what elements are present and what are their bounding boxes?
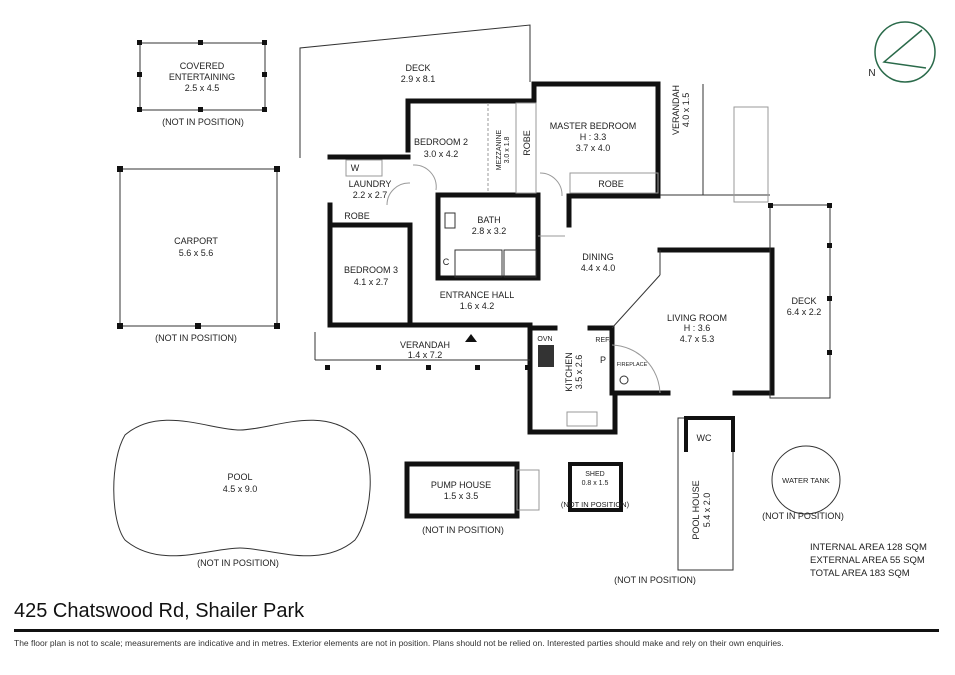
rooms-verandah-front-size-label: 1.4 x 7.2 [408,350,443,360]
rooms-pump-house-size-label: 1.5 x 3.5 [444,491,479,501]
rooms-shed-name-label: SHED [585,471,604,478]
pool-house: WC POOL HOUSE 5.4 x 2.0 (NOT IN POSITION… [614,416,735,585]
not-in-position-label: (NOT IN POSITION) [422,525,504,535]
rooms-kitchen-ovn-label: OVN [537,336,552,343]
room-labels: BEDROOM 2 3.0 x 4.2 MEZZANINE 3.0 x 1.8 … [344,85,821,392]
rooms-pool-name-label: POOL [227,472,252,482]
compass-north-label: N [868,68,875,79]
rooms-covered-entertaining-name1-label: COVERED [180,61,225,71]
rooms-fireplace-label: FIREPLACE [617,362,648,368]
property-address: 425 Chatswood Rd, Shailer Park [14,600,305,622]
rooms-entrance-size-label: 1.6 x 4.2 [460,301,495,311]
rooms-entrance-name-label: ENTRANCE HALL [440,290,515,300]
rooms-covered-entertaining-size-label: 2.5 x 4.5 [185,83,220,93]
not-in-position-label: (NOT IN POSITION) [561,500,630,509]
rooms-robe-label: ROBE [598,179,624,189]
rooms-living-name-label: LIVING ROOM [667,313,727,323]
rooms-living-size-label: 4.7 x 5.3 [680,334,715,344]
rooms-laundry-w-label: W [351,163,360,173]
not-in-position-label: (NOT IN POSITION) [155,333,237,343]
rooms-bath-c-label: C [443,257,450,267]
rooms-pool-size-label: 4.5 x 9.0 [223,484,258,494]
rooms-robe-label: ROBE [522,130,532,156]
rooms-kitchen-size-label: 3.5 x 2.6 [574,355,584,390]
not-in-position-label: (NOT IN POSITION) [762,511,844,521]
water-tank: WATER TANK (NOT IN POSITION) [762,445,844,521]
rooms-pump-house-name-label: PUMP HOUSE [431,480,491,490]
rooms-shed-size-label: 0.8 x 1.5 [582,480,609,487]
rooms-master-size-label: 3.7 x 4.0 [576,143,611,153]
house-walls [314,81,832,435]
not-in-position-label: (NOT IN POSITION) [614,575,696,585]
rooms-covered-entertaining-name2-label: ENTERTAINING [169,72,235,82]
rooms-bedroom3-name-label: BEDROOM 3 [344,265,398,275]
carport: CARPORT 5.6 x 5.6 (NOT IN POSITION) [117,166,280,343]
rooms-water-tank-name-label: WATER TANK [782,476,830,485]
rooms-kitchen-ref-label: REF. [595,337,610,344]
rooms-robe-label: ROBE [344,211,370,221]
rooms-master-height-label: H : 3.3 [580,132,607,142]
bedroom2-label: BEDROOM 2 [414,137,468,147]
rooms-living-height-label: H : 3.6 [684,323,711,333]
master-bedroom-label: MASTER BEDROOM [550,121,637,131]
not-in-position-label: (NOT IN POSITION) [162,117,244,127]
compass-icon: N [868,21,936,83]
rooms-pool-house-size-label: 5.4 x 2.0 [702,493,712,528]
rooms-verandah-top-name-label: VERANDAH [671,85,681,135]
rooms-laundry-size-label: 2.2 x 2.7 [353,190,388,200]
rooms-bedroom3-size-label: 4.1 x 2.7 [354,277,389,287]
disclaimer: The floor plan is not to scale; measurem… [14,638,784,648]
rooms-carport-size-label: 5.6 x 5.6 [179,248,214,258]
rooms-mezzanine-size-label: 3.0 x 1.8 [504,136,511,163]
rooms-dining-size-label: 4.4 x 4.0 [581,263,616,273]
rooms-kitchen-p-label: P [600,355,606,365]
covered-entertaining: COVERED ENTERTAINING 2.5 x 4.5 (NOT IN P… [137,40,267,127]
rooms-deck-right-name-label: DECK [791,296,816,306]
divider [14,629,939,632]
rooms-pool-house-wc-label: WC [697,433,712,443]
shed: SHED 0.8 x 1.5 (NOT IN POSITION) [561,462,630,512]
rooms-verandah-top-size-label: 4.0 x 1.5 [681,93,691,128]
not-in-position-label: (NOT IN POSITION) [197,558,279,568]
rooms-pool-house-name-label: POOL HOUSE [691,480,701,539]
external-area: EXTERNAL AREA 55 SQM [810,555,925,566]
rooms-deck-top-size-label: 2.9 x 8.1 [401,74,436,84]
rooms-carport-name-label: CARPORT [174,236,218,246]
pump-house: PUMP HOUSE 1.5 x 3.5 (NOT IN POSITION) [404,461,540,535]
total-area: TOTAL AREA 183 SQM [810,568,910,579]
rooms-deck-right-size-label: 6.4 x 2.2 [787,307,822,317]
rooms-bath-name-label: BATH [477,215,500,225]
rooms-verandah-front-name-label: VERANDAH [400,340,450,350]
rooms-kitchen-name-label: KITCHEN [564,352,574,392]
deck-top: DECK 2.9 x 8.1 [299,24,531,158]
rooms-mezzanine-name-label: MEZZANINE [496,129,503,170]
internal-area: INTERNAL AREA 128 SQM [810,542,927,553]
rooms-dining-name-label: DINING [582,252,614,262]
rooms-deck-top-name-label: DECK [405,63,430,73]
rooms-laundry-name-label: LAUNDRY [349,179,392,189]
rooms-bath-size-label: 2.8 x 3.2 [472,226,507,236]
pool: POOL 4.5 x 9.0 (NOT IN POSITION) [113,419,371,568]
rooms-bedroom2-size-label: 3.0 x 4.2 [424,149,459,159]
